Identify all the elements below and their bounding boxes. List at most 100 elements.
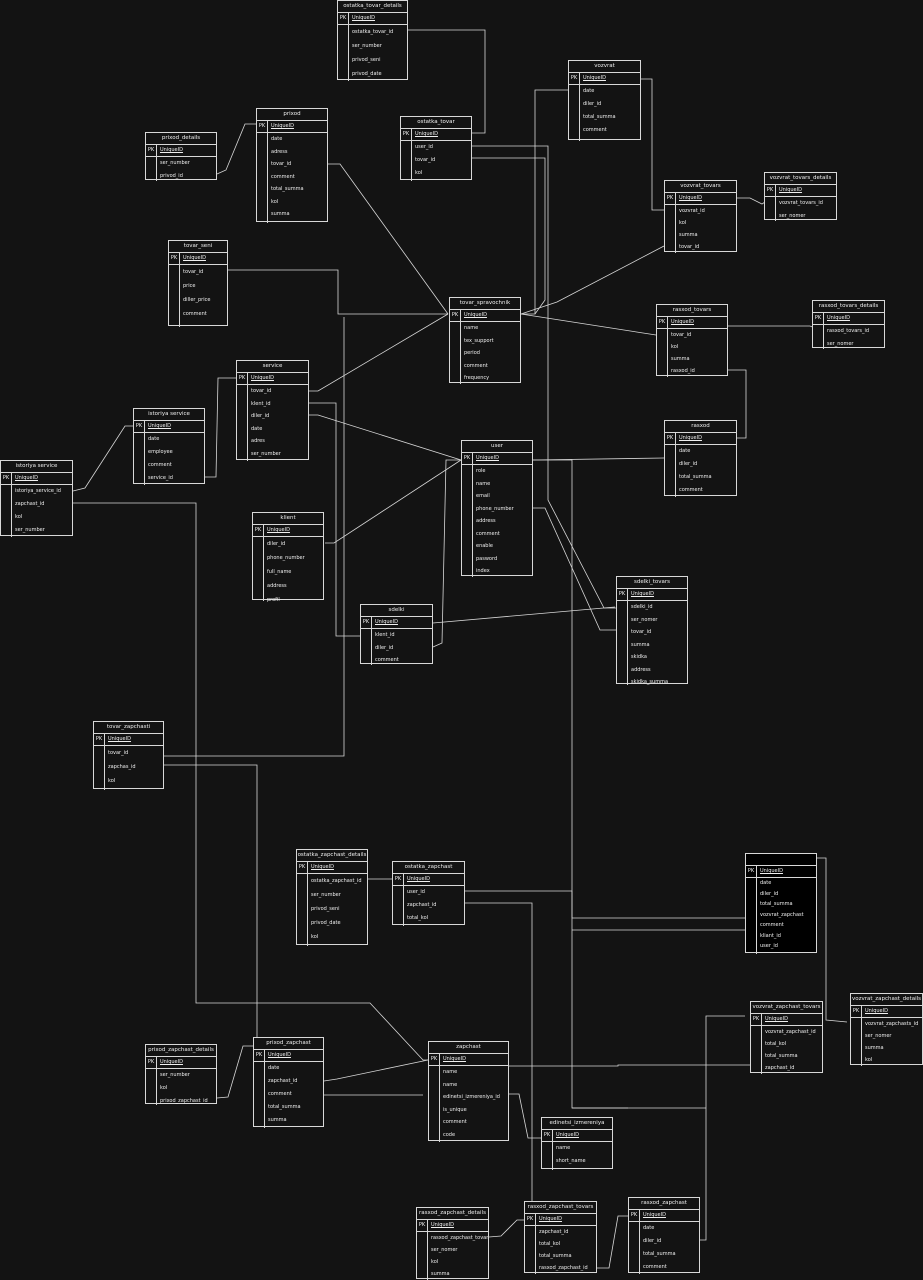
- pk-field: UniqueID: [267, 527, 290, 533]
- table-field: kol: [865, 1057, 873, 1063]
- pk-field: UniqueID: [415, 131, 438, 137]
- pk-field: UniqueID: [643, 1212, 666, 1218]
- table-field: price: [183, 283, 196, 289]
- table-field: rasxod_zapchast_id: [539, 1265, 588, 1271]
- table-field: kol: [671, 344, 679, 350]
- pk-field: UniqueID: [679, 195, 702, 201]
- table-title: istoriya service: [1, 461, 72, 473]
- pk-label: PK: [665, 193, 676, 204]
- table-field: diler_id: [643, 1238, 662, 1244]
- pk-label: PK: [146, 145, 157, 156]
- table-field: summa: [865, 1045, 884, 1051]
- pk-field: UniqueID: [556, 1132, 579, 1138]
- table-field: comment: [464, 362, 488, 369]
- table-field: diler_id: [251, 413, 270, 419]
- table-field: tovar_id: [671, 332, 692, 338]
- pk-label: PK: [169, 253, 180, 264]
- table-title: prixod_zapchast_details: [146, 1045, 216, 1057]
- pk-label: PK: [525, 1214, 536, 1225]
- table-title: service: [237, 361, 308, 373]
- table-field: date: [271, 136, 283, 142]
- table-field: diler_id: [375, 644, 394, 651]
- table-field: skidka_summa: [631, 679, 669, 685]
- table-field: adres: [251, 438, 265, 444]
- table-field: comment: [271, 173, 295, 180]
- table-field: total_summa: [643, 1251, 676, 1257]
- pk-label: PK: [629, 1210, 640, 1221]
- table-field: ser_number: [160, 160, 190, 166]
- table-field: phone_number: [267, 555, 305, 561]
- pk-label: PK: [401, 129, 412, 140]
- pk-field: UniqueID: [679, 435, 702, 441]
- pk-label: PK: [254, 1050, 265, 1061]
- pk-label: PK: [297, 862, 308, 873]
- table-field: istoriya_service_id: [15, 488, 61, 494]
- table-field: total_summa: [765, 1053, 798, 1059]
- table-title: vozvrat_tovars: [665, 181, 736, 193]
- table-title: prixod_details: [146, 133, 216, 145]
- pk-field: UniqueID: [15, 475, 38, 481]
- table-field: service_id: [148, 475, 173, 481]
- pk-label: PK: [429, 1054, 440, 1065]
- table-title: klient: [253, 513, 323, 525]
- table-field: comment: [375, 657, 399, 663]
- table-field: rasxod_id: [671, 368, 695, 374]
- table-field: adress: [271, 148, 288, 155]
- table-field: tovar_id: [415, 157, 436, 163]
- pk-field: UniqueID: [268, 1052, 291, 1058]
- table-field: date: [679, 448, 691, 454]
- pk-label: PK: [450, 310, 461, 321]
- table-field: ostatka_tovar_id: [352, 29, 394, 35]
- table-field: sdelki_id: [631, 604, 653, 610]
- pk-field: UniqueID: [539, 1216, 562, 1222]
- table-field: name: [464, 325, 479, 331]
- table-field: comment: [476, 530, 500, 537]
- table-field: enable: [476, 543, 493, 549]
- pk-field: UniqueID: [160, 1059, 183, 1065]
- table-field: email: [476, 493, 490, 499]
- table-field: ser_nomer: [865, 1033, 892, 1039]
- table-field: summa: [271, 211, 290, 217]
- table-field: kol: [311, 934, 319, 940]
- table-title: rasxod_zapchast_details: [417, 1208, 488, 1220]
- table-field: kol: [415, 170, 423, 176]
- table-field: rasxod_zapchast_tovar_id: [431, 1235, 488, 1241]
- pk-field: UniqueID: [352, 15, 375, 21]
- table-title: ostatka_tovar_details: [338, 1, 407, 13]
- pk-label: PK: [146, 1057, 157, 1068]
- table-field: date: [148, 436, 160, 442]
- table-field: user_id: [415, 144, 433, 150]
- pk-label: PK: [657, 317, 668, 328]
- table-field: total_summa: [271, 186, 304, 192]
